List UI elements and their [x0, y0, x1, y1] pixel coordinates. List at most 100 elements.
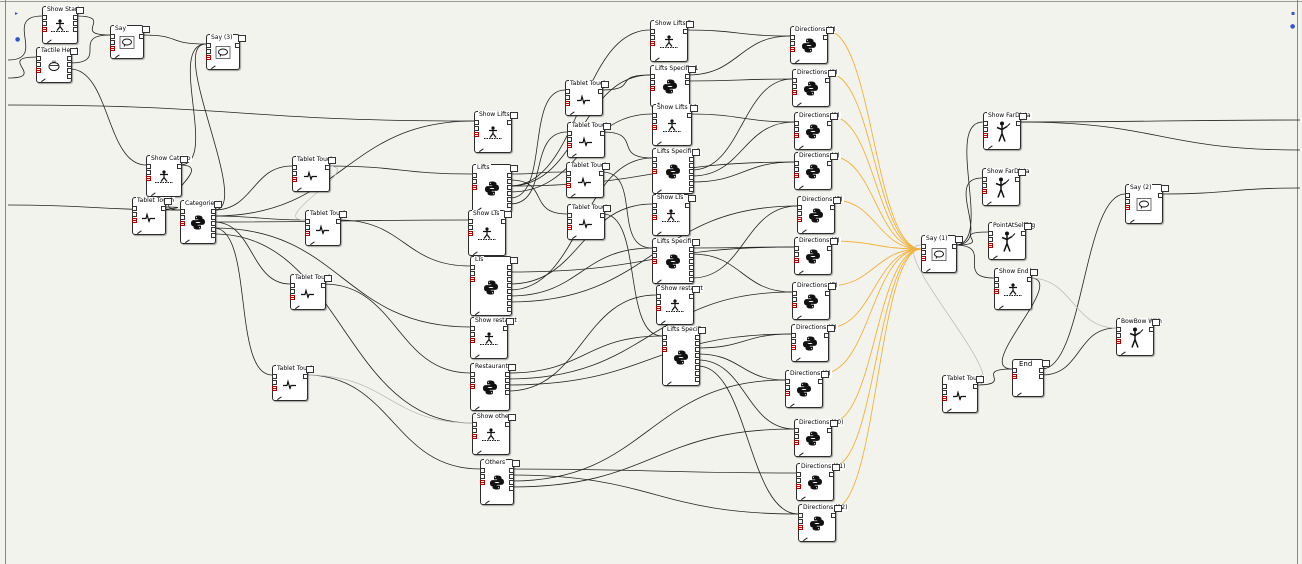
input-pin[interactable]	[662, 341, 667, 346]
box-edit-tag-icon[interactable]	[339, 211, 347, 218]
input-pin[interactable]	[470, 378, 475, 383]
input-onstart-pin[interactable]	[290, 283, 295, 288]
box-categories[interactable]: Categories	[180, 200, 222, 244]
output-pin[interactable]	[695, 371, 700, 376]
input-pin[interactable]	[652, 119, 657, 124]
box-say-3[interactable]: Say (3)	[206, 34, 246, 70]
input-onstop-pin[interactable]	[921, 256, 926, 261]
box-directions-5[interactable]: Directions (5)	[797, 196, 844, 234]
wrench-icon[interactable]	[788, 400, 795, 408]
input-onstop-pin[interactable]	[650, 41, 655, 46]
input-onstart-pin[interactable]	[921, 244, 926, 249]
input-onstop-pin[interactable]	[470, 384, 475, 389]
input-onstop-pin[interactable]	[785, 391, 790, 396]
box-show-restaurant[interactable]: Show restaurt	[470, 317, 518, 359]
input-pin[interactable]	[650, 35, 655, 40]
input-pin[interactable]	[785, 385, 790, 390]
box-edit-tag-icon[interactable]	[698, 327, 706, 334]
input-pin[interactable]	[982, 183, 987, 188]
input-pin[interactable]	[567, 137, 572, 142]
input-onstop-pin[interactable]	[110, 46, 115, 51]
input-onstart-pin[interactable]	[132, 206, 137, 211]
wrench-icon[interactable]	[483, 497, 490, 505]
output-pin[interactable]	[505, 372, 510, 377]
output-pin[interactable]	[824, 333, 829, 338]
wrench-icon[interactable]	[1119, 348, 1126, 356]
output-pin[interactable]	[73, 15, 78, 20]
input-onstop-pin[interactable]	[662, 347, 667, 352]
input-onstop-pin[interactable]	[132, 218, 137, 223]
box-edit-tag-icon[interactable]	[976, 376, 984, 383]
output-pin[interactable]	[507, 271, 512, 276]
box-edit-tag-icon[interactable]	[328, 157, 336, 164]
wrench-icon[interactable]	[473, 403, 480, 411]
input-onstart-pin[interactable]	[797, 205, 802, 210]
output-pin[interactable]	[687, 113, 692, 118]
box-edit-tag-icon[interactable]	[602, 163, 610, 170]
wrench-icon[interactable]	[308, 238, 315, 246]
output-pin[interactable]	[689, 163, 694, 168]
wrench-icon[interactable]	[570, 150, 577, 158]
box-directions-7[interactable]: Directions (7)	[792, 282, 839, 320]
box-edit-tag-icon[interactable]	[690, 105, 698, 112]
box-edit-tag-icon[interactable]	[164, 198, 172, 205]
input-onstop-pin[interactable]	[942, 396, 947, 401]
box-tablet-touch-8[interactable]: Tablet Touch	[566, 162, 610, 198]
input-pin[interactable]	[565, 95, 570, 100]
output-pin[interactable]	[600, 131, 605, 136]
input-onstop-pin[interactable]	[982, 189, 987, 194]
box-edit-tag-icon[interactable]	[214, 201, 222, 208]
box-directions-3[interactable]: Directions (3)	[794, 112, 841, 150]
box-edit-tag-icon[interactable]	[1042, 360, 1050, 367]
box-show-lifts-20[interactable]: Show Lifts 20	[652, 104, 699, 146]
input-onstop-pin[interactable]	[792, 90, 797, 95]
input-onstart-pin[interactable]	[472, 173, 477, 178]
output-pin[interactable]	[825, 291, 830, 296]
wrench-icon[interactable]	[655, 228, 662, 236]
input-onstart-pin[interactable]	[567, 131, 572, 136]
output-pin[interactable]	[507, 283, 512, 288]
output-pin[interactable]	[1015, 177, 1020, 182]
input-onstop-pin[interactable]	[794, 133, 799, 138]
wrench-icon[interactable]	[924, 265, 931, 273]
input-pin[interactable]	[792, 84, 797, 89]
output-pin[interactable]	[689, 175, 694, 180]
wrench-icon[interactable]	[473, 351, 480, 359]
output-pin[interactable]	[689, 181, 694, 186]
input-pin[interactable]	[36, 62, 41, 67]
input-onstart-pin[interactable]	[470, 326, 475, 331]
output-pin[interactable]	[1158, 193, 1163, 198]
wrench-icon[interactable]	[471, 248, 478, 256]
box-show-category[interactable]: Show Catego	[146, 155, 192, 197]
output-pin[interactable]	[73, 27, 78, 32]
input-onstop-pin[interactable]	[794, 440, 799, 445]
input-pin[interactable]	[468, 225, 473, 230]
input-pin[interactable]	[798, 519, 803, 524]
input-onstart-pin[interactable]	[791, 333, 796, 338]
box-say-1[interactable]: Say (1)	[921, 235, 963, 273]
input-onstart-pin[interactable]	[480, 468, 485, 473]
input-onstop-pin[interactable]	[472, 434, 477, 439]
output-pin[interactable]	[827, 246, 832, 251]
input-onstop-pin[interactable]	[146, 176, 151, 181]
output-pin[interactable]	[825, 78, 830, 83]
output-pin[interactable]	[321, 283, 326, 288]
box-show-end[interactable]: Show End	[994, 268, 1038, 310]
input-onstart-pin[interactable]	[565, 89, 570, 94]
input-pin[interactable]	[305, 225, 310, 230]
output-pin[interactable]	[507, 197, 512, 202]
input-onstop-pin[interactable]	[656, 306, 661, 311]
wrench-icon[interactable]	[1128, 216, 1135, 224]
input-pin[interactable]	[472, 179, 477, 184]
box-say-top-left[interactable]: Say	[110, 25, 150, 59]
input-onstart-pin[interactable]	[794, 161, 799, 166]
wrench-icon[interactable]	[659, 317, 666, 325]
input-onstart-pin[interactable]	[798, 513, 803, 518]
box-show-start[interactable]: Show Start	[42, 6, 84, 44]
input-pin[interactable]	[652, 209, 657, 214]
box-lifts-specific-1[interactable]: Lifts Specific 1	[650, 65, 700, 107]
input-onstart-pin[interactable]	[470, 372, 475, 377]
box-edit-tag-icon[interactable]	[603, 123, 611, 130]
input-onstart-pin[interactable]	[652, 157, 657, 162]
